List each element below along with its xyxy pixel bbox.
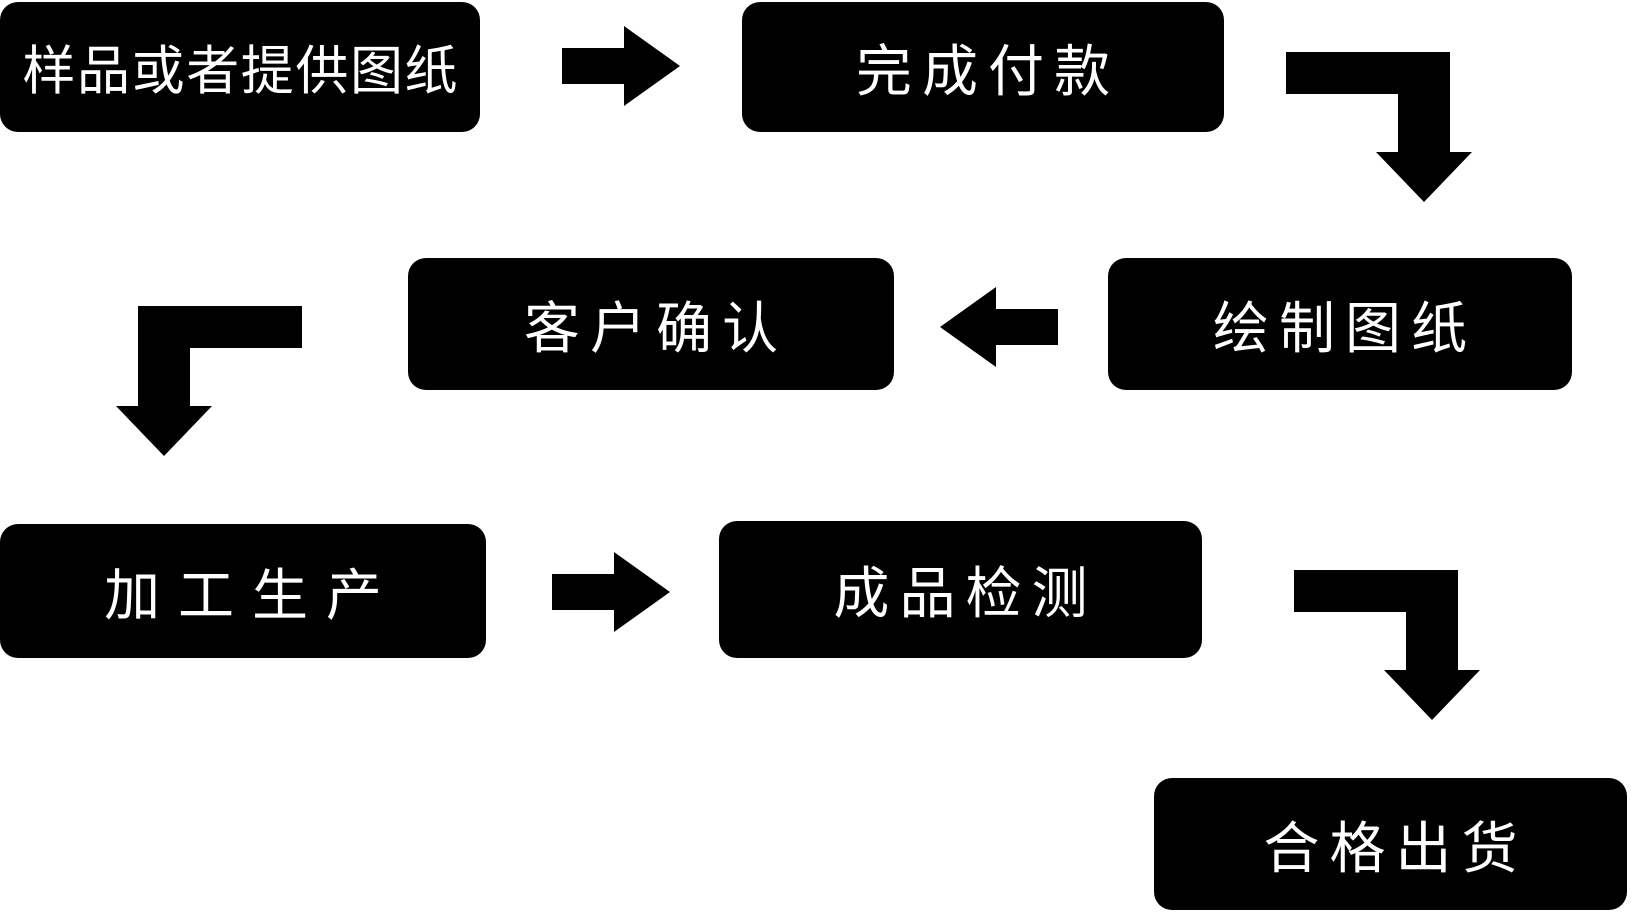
arrow-shaft [995,309,1058,345]
arrow-bend-right-down-icon [1294,570,1480,720]
flow-node-label: 客户确认 [523,296,789,360]
arrow-head [614,552,670,632]
arrow-bend-right-down-icon [1286,52,1472,202]
arrow-bend-shape [116,306,302,456]
flow-node-label: 绘制图纸 [1212,296,1478,360]
arrow-right-icon [562,26,680,106]
flow-node-label: 样品或者提供图纸 [22,42,460,101]
flow-node-complete-payment: 完成付款 [742,2,1224,132]
arrow-head [940,287,996,367]
flow-node-sample-or-drawing: 样品或者提供图纸 [0,2,480,132]
arrow-head [624,26,680,106]
arrow-shaft [552,574,615,610]
flow-node-customer-confirmation: 客户确认 [408,258,894,390]
flow-node-draw-drawings: 绘制图纸 [1108,258,1572,390]
arrow-bend-shape [1294,570,1480,720]
flow-node-label: 加工生产 [104,563,400,627]
flow-node-label: 成品检测 [833,562,1098,625]
arrow-shaft [562,48,625,84]
flow-node-label: 合格出货 [1263,816,1528,880]
flow-node-processing-production: 加工生产 [0,524,486,658]
flow-node-finished-product-inspection: 成品检测 [719,521,1202,658]
arrow-bend-left-down-icon [116,306,302,456]
arrow-right-icon [552,552,670,632]
flow-node-qualified-shipment: 合格出货 [1154,778,1627,910]
flow-node-label: 完成付款 [855,39,1121,103]
arrow-bend-shape [1286,52,1472,202]
arrow-left-icon [940,287,1058,367]
